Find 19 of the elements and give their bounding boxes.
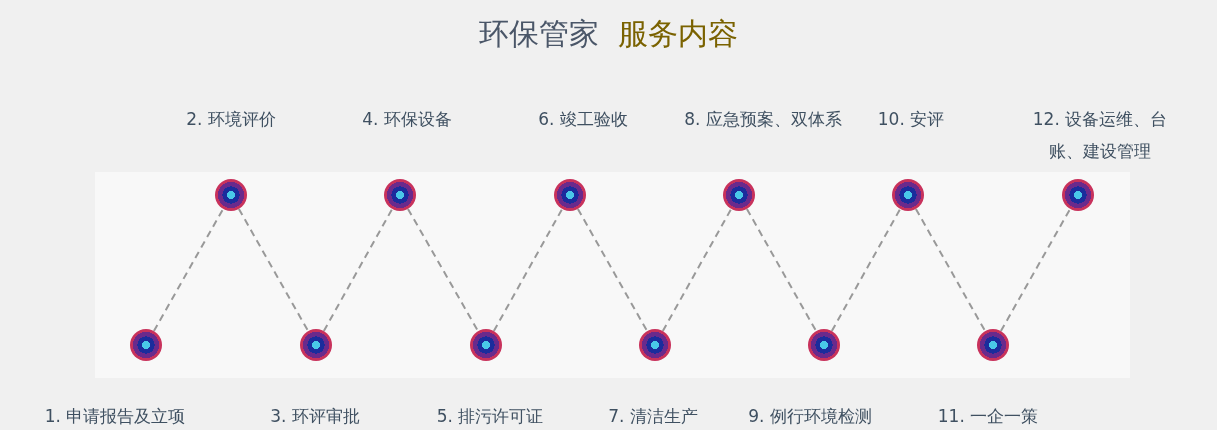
step-label: 10. 安评 <box>876 108 946 131</box>
step-label: 4. 环保设备 <box>361 108 453 131</box>
step-label: 6. 竣工验收 <box>537 108 629 131</box>
step-label: 11. 一企一策 <box>936 405 1040 428</box>
step-label: 2. 环境评价 <box>185 108 277 131</box>
dashed-connector <box>661 207 733 333</box>
step-label: 12. 设备运维、台账、建设管理 <box>1031 108 1169 163</box>
dashed-connector <box>492 207 564 333</box>
step-label: 5. 排污许可证 <box>435 405 545 428</box>
step-label: 9. 例行环境检测 <box>747 405 873 428</box>
step-label: 7. 清洁生产 <box>607 405 699 428</box>
dashed-connector <box>999 207 1072 333</box>
step-label: 3. 环评审批 <box>269 405 361 428</box>
title: 环保管家 服务内容 <box>477 15 740 53</box>
step-label: 8. 应急预案、双体系 <box>683 108 843 131</box>
dashed-connector <box>322 207 394 333</box>
dashed-connector <box>830 207 902 333</box>
dashed-connector <box>152 207 225 333</box>
step-label: 1. 申请报告及立项 <box>43 405 187 428</box>
